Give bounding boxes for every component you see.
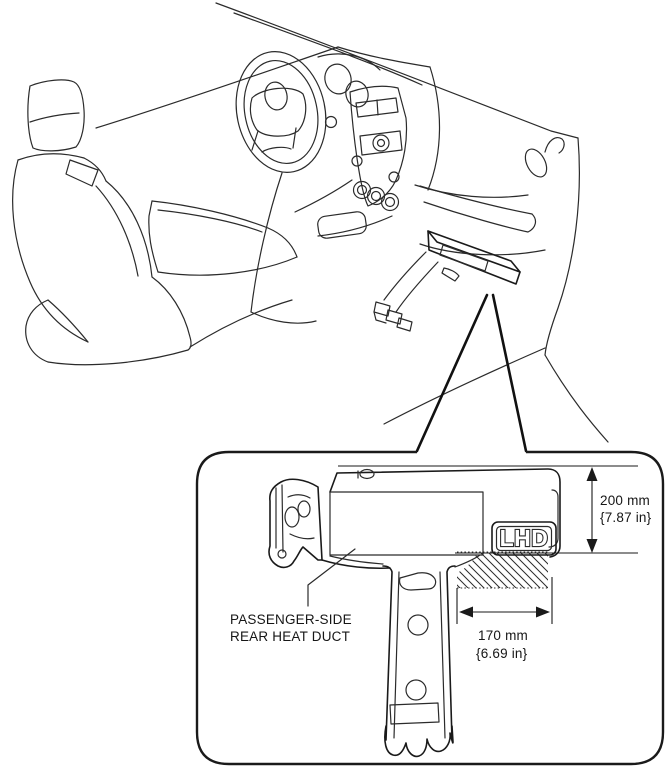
steering-wheel <box>235 51 327 173</box>
dashboard <box>95 46 529 324</box>
heat-duct-under-dash <box>373 230 521 332</box>
driver-seat <box>12 79 293 366</box>
width-metric-label: 170 mm <box>478 628 528 643</box>
width-imperial-label: {6.69 in} <box>476 646 528 661</box>
console-tray <box>317 211 367 239</box>
mounting-hole <box>359 468 375 480</box>
headrest <box>27 79 85 152</box>
height-metric-label: 200 mm <box>600 493 650 508</box>
lhd-badge: LHD <box>491 521 557 556</box>
radio-knob <box>372 134 390 152</box>
leg-hole <box>407 614 429 636</box>
hatch-area <box>457 551 548 589</box>
lhd-badge-text: LHD <box>500 525 549 551</box>
door-grip <box>544 137 565 154</box>
duct-vents <box>373 301 413 332</box>
arrow-up-icon <box>586 467 598 481</box>
arrow-down-icon <box>586 539 598 553</box>
gauge-dial <box>345 80 369 108</box>
center-stack <box>294 85 408 237</box>
part-label-line1: PASSENGER-SIDE <box>230 612 352 627</box>
center-console <box>148 200 367 276</box>
door-armrest <box>423 201 537 233</box>
callout-pointer <box>415 293 528 453</box>
duct-face-panel <box>329 491 484 556</box>
part-label: PASSENGER-SIDE REAR HEAT DUCT <box>230 548 356 644</box>
leader-line <box>307 548 356 607</box>
door-handle <box>524 148 548 178</box>
arrow-right-icon <box>536 606 550 618</box>
duct-lower-leg <box>382 565 456 758</box>
climate-knobs <box>352 180 400 212</box>
height-imperial-label: {7.87 in} <box>600 510 652 525</box>
floor-line <box>383 347 546 425</box>
car-interior-illustration <box>12 2 609 453</box>
leg-hole <box>405 679 427 701</box>
arrow-left-icon <box>459 606 473 618</box>
door-panel <box>383 137 609 443</box>
part-label-line2: REAR HEAT DUCT <box>230 629 350 644</box>
width-dimension: 170 mm {6.69 in} <box>456 577 553 661</box>
gauge-dial <box>324 63 352 95</box>
height-dimension: 200 mm {7.87 in} <box>338 465 652 554</box>
heat-duct-detail: LHD <box>268 468 561 758</box>
duct-end-bracket <box>268 478 323 569</box>
detail-box: LHD 200 mm {7.87 in} 170 mm {6.69 in} <box>195 450 665 766</box>
